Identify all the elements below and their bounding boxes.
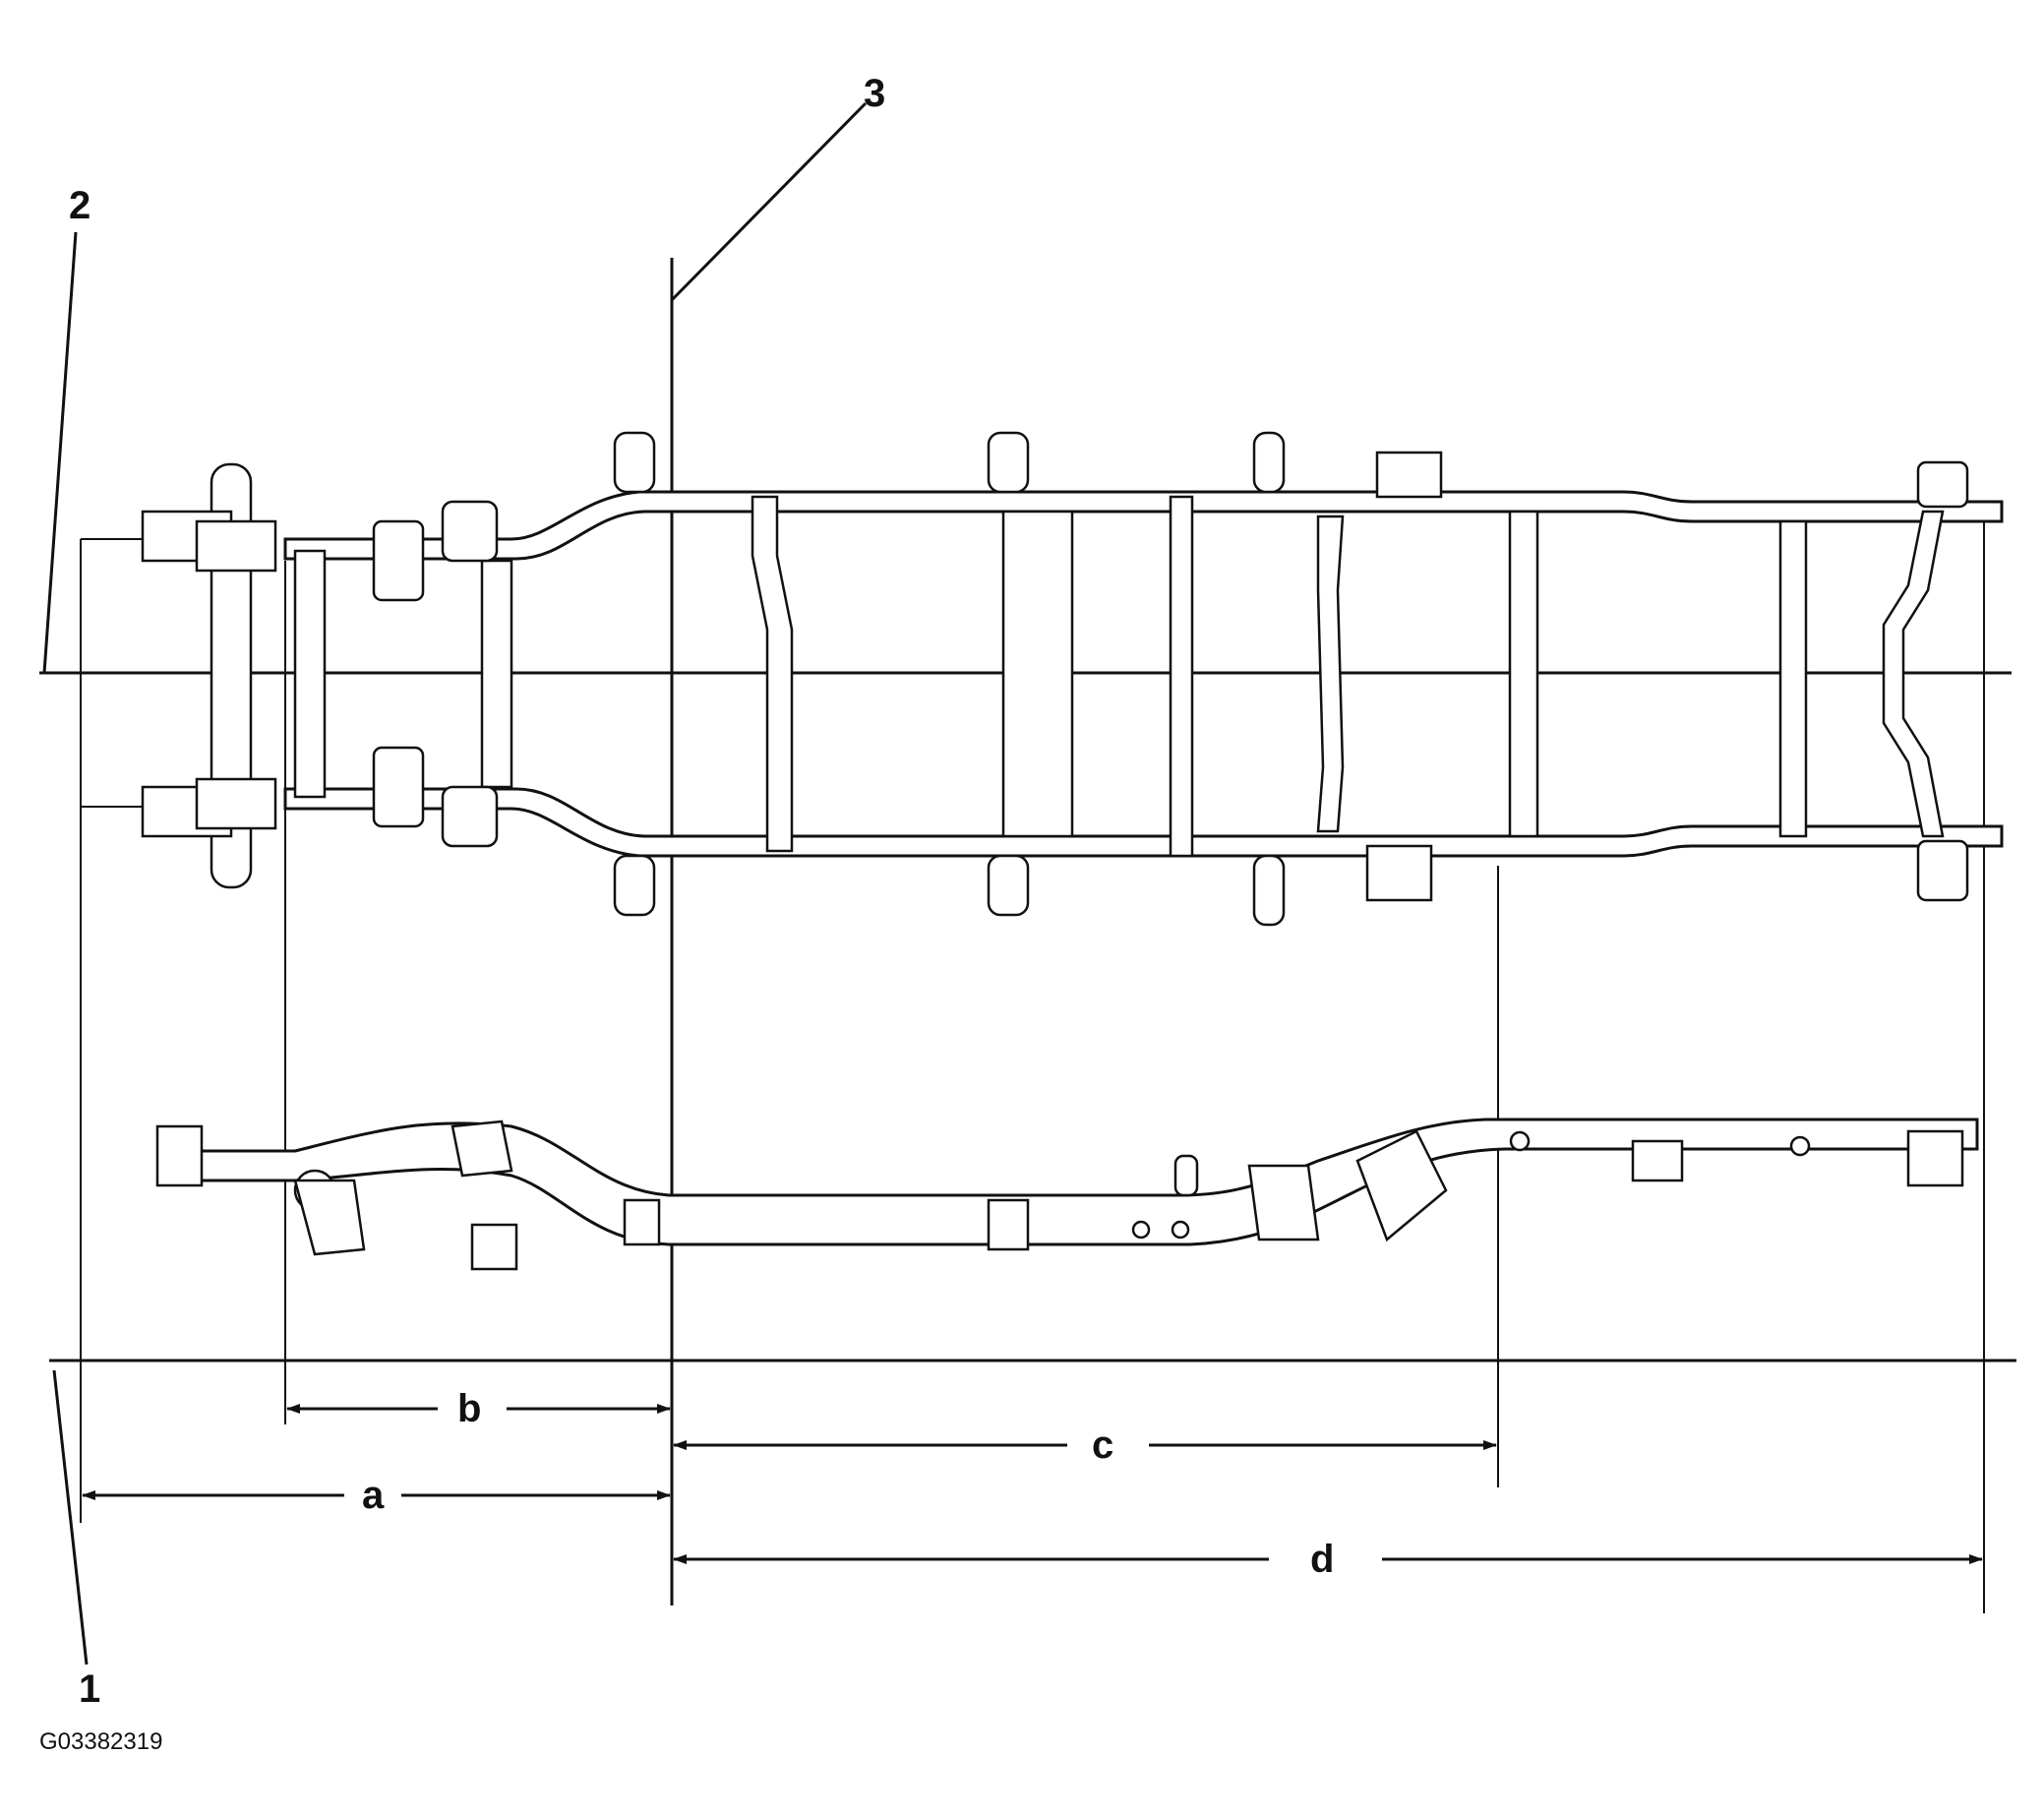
upper-control-arm-bracket-upper: [441, 500, 499, 563]
center-crossmember: [1001, 510, 1074, 838]
side-shock-tower: [451, 1120, 513, 1178]
body-mount-2-upper: [987, 431, 1030, 494]
side-hole-1: [1131, 1220, 1151, 1240]
dimension-labels: b c a d: [362, 1387, 1334, 1581]
frame-side-view: [155, 1118, 1979, 1271]
rear-axle-crossmember: [1508, 510, 1539, 838]
crossmember-4: [1316, 515, 1345, 833]
leader-2: [42, 231, 78, 674]
side-body-mount-1: [623, 1198, 661, 1246]
body-mount-3-lower: [1252, 854, 1286, 927]
side-hole-2: [1171, 1220, 1190, 1240]
body-mount-1-upper: [613, 431, 656, 494]
rear-crossmember-5: [1778, 519, 1808, 838]
spring-hanger-upper: [1375, 451, 1443, 499]
crossmember-3: [1169, 495, 1194, 858]
side-front-bumper-bracket: [155, 1124, 204, 1187]
callout-1-label: 1: [79, 1667, 100, 1711]
callout-2-label: 2: [69, 184, 90, 227]
frame-top-view: [141, 431, 2004, 927]
side-lower-control-arm-bracket: [293, 1179, 366, 1256]
figure-id: G03382319: [39, 1728, 162, 1755]
leader-3: [670, 101, 868, 302]
front-horn-lower: [195, 777, 277, 830]
side-rear-body-mount: [1631, 1139, 1684, 1182]
front-crossmember-2: [480, 559, 513, 789]
front-suspension-mount-upper: [372, 519, 425, 602]
dim-b-label: b: [457, 1387, 481, 1430]
body-mount-1-lower: [613, 854, 656, 917]
rear-body-mount-upper: [1916, 460, 1969, 509]
transmission-crossmember: [751, 495, 794, 853]
upper-control-arm-bracket-lower: [441, 785, 499, 848]
front-crossmember-1: [293, 549, 327, 799]
side-body-mount-3: [1173, 1154, 1199, 1197]
dim-d-label: d: [1310, 1538, 1334, 1581]
upper-side-rail: [283, 490, 2004, 561]
front-horn-upper: [195, 519, 277, 573]
side-hole-3: [1509, 1130, 1531, 1152]
callout-labels: 3 2 1: [69, 72, 885, 1711]
side-kickup-brace: [1355, 1129, 1448, 1242]
lower-side-rail: [283, 787, 2004, 858]
rear-body-mount-lower: [1916, 839, 1969, 902]
spring-hanger-lower: [1365, 844, 1433, 902]
body-mount-2-lower: [987, 854, 1030, 917]
leader-lines: [42, 101, 868, 1665]
side-hole-4: [1789, 1135, 1811, 1157]
side-engine-mount: [470, 1223, 518, 1271]
side-rail-profile: [175, 1118, 1979, 1246]
dim-c-label: c: [1092, 1423, 1113, 1467]
side-rear-hitch: [1906, 1129, 1964, 1187]
body-mount-3-upper: [1252, 431, 1286, 494]
rear-bumper-crossmember: [1882, 510, 1945, 838]
side-spring-hanger: [1247, 1164, 1320, 1241]
callout-3-label: 3: [864, 72, 885, 115]
front-suspension-mount-lower: [372, 746, 425, 828]
leader-1: [52, 1369, 89, 1665]
dimension-arrows: [82, 1404, 1983, 1564]
dim-a-label: a: [362, 1474, 385, 1517]
side-body-mount-2: [987, 1198, 1030, 1251]
